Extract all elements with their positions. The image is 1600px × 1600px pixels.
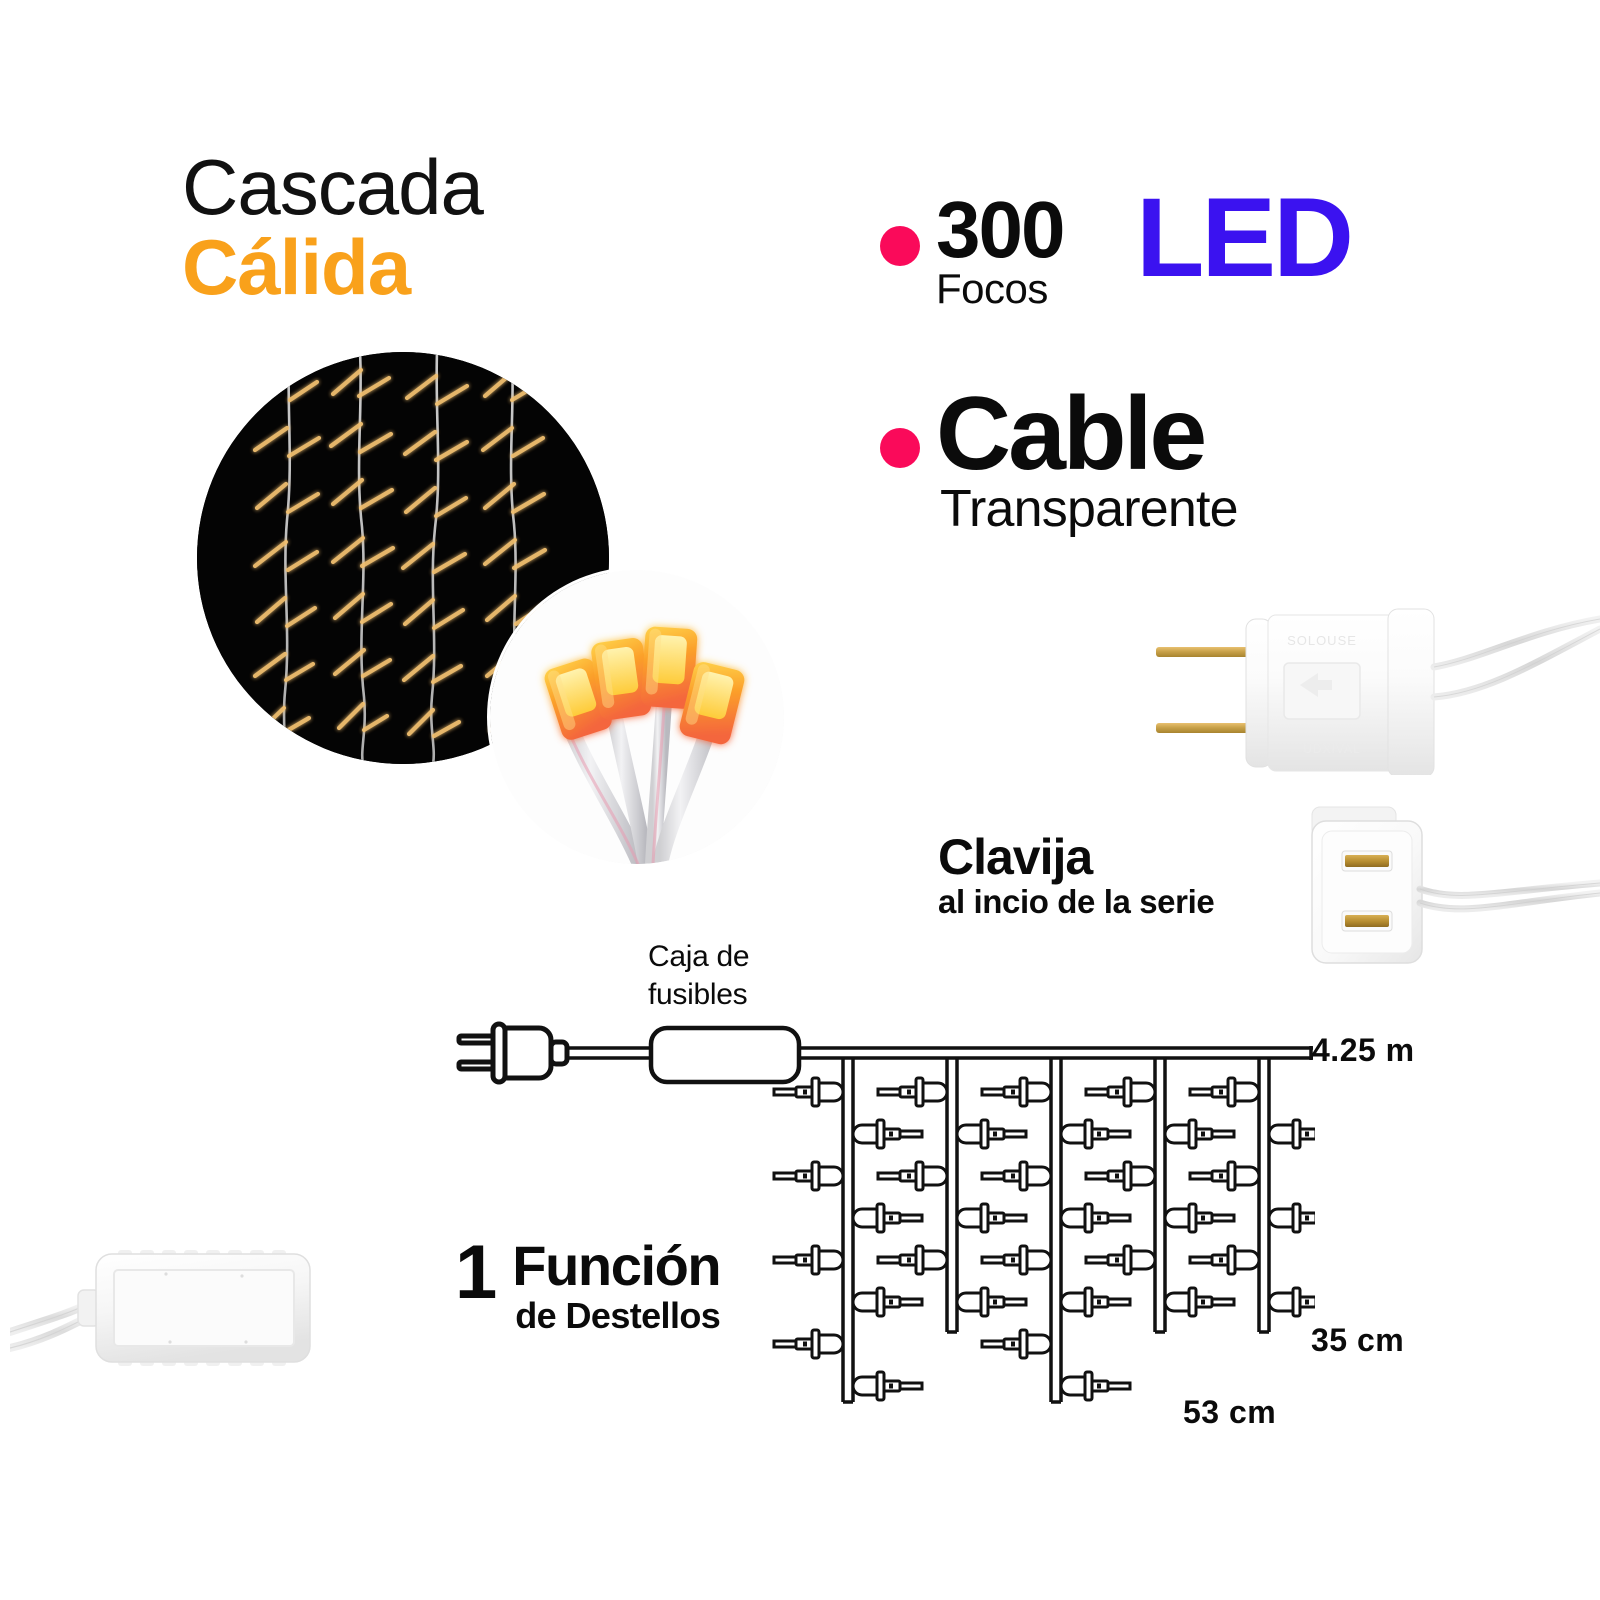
fuse-box-label-line1: Caja de [648, 940, 750, 973]
cable-sublabel: Transparente [940, 480, 1239, 539]
svg-text:SOLOUSE: SOLOUSE [1287, 633, 1357, 648]
clavija-title: Clavija [938, 829, 1093, 885]
controller-box-photo [6, 1228, 450, 1388]
ac-socket-female-photo [1262, 785, 1600, 970]
wall-plug-icon [456, 1021, 570, 1085]
length-label-long-drop: 53 cm [1183, 1394, 1277, 1430]
page-title: Cascada Cálida [182, 143, 484, 312]
svg-text:UDXIVAL: UDXIVAL [1303, 742, 1360, 756]
led-count-value: 300 [936, 185, 1065, 274]
led-tech-label: LED [1136, 175, 1354, 300]
page-title-line1: Cascada [182, 143, 484, 231]
bullet-dot-icon [880, 196, 920, 266]
feature-cable-type: Cable Transparente [880, 376, 1239, 539]
function-count-block: 1 Función de Destellos [455, 1230, 722, 1336]
cascade-lights-photo [197, 352, 609, 764]
function-sublabel: de Destellos [515, 1294, 721, 1336]
feature-led-count: 300 Focos LED [880, 181, 1354, 312]
length-label-short-drop: 35 cm [1311, 1322, 1405, 1358]
fuse-box-label: Caja de fusibles [648, 938, 750, 1015]
bullet-dot-icon [880, 390, 920, 468]
function-label: Función [512, 1234, 721, 1297]
function-count-number: 1 [455, 1230, 497, 1315]
length-label-total: 4.25 m [1312, 1032, 1415, 1068]
wiring-schematic-diagram [455, 1010, 1315, 1430]
led-bulbs-closeup-photo [490, 570, 784, 864]
page-title-line2: Cálida [182, 223, 411, 312]
led-count-unit: Focos [936, 265, 1048, 312]
cable-label: Cable [936, 376, 1207, 492]
fuse-box-icon [648, 1025, 802, 1085]
fuse-box-label-line2: fusibles [648, 978, 748, 1012]
ac-plug-male-photo: SOLOUSE UDXIVAL [1150, 585, 1600, 778]
clavija-subtitle: al incio de la serie [938, 883, 1215, 920]
clavija-label: Clavija al incio de la serie [938, 829, 1215, 920]
